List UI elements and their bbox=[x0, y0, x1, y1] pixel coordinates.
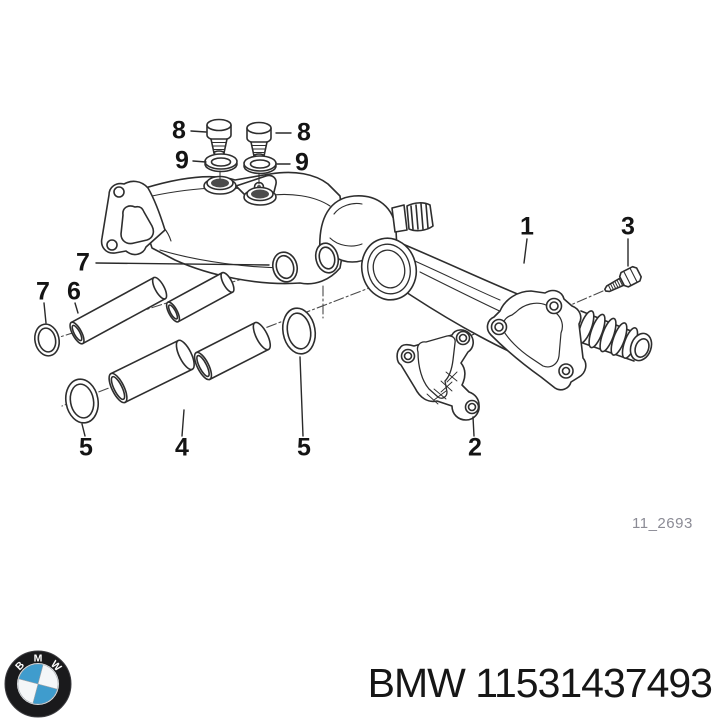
gasket bbox=[396, 329, 480, 421]
callout-4: 4 bbox=[175, 433, 189, 462]
callout-6: 6 bbox=[67, 277, 81, 306]
callout-7-left: 7 bbox=[36, 277, 50, 306]
bmw-roundel-quadrants bbox=[17, 663, 59, 705]
callout-8-right: 8 bbox=[297, 118, 311, 147]
large-tube-front bbox=[108, 339, 195, 404]
callout-1: 1 bbox=[520, 212, 534, 241]
screw-plug-right bbox=[246, 121, 272, 159]
o-ring-middle bbox=[281, 307, 317, 355]
seal-ring-left bbox=[204, 153, 238, 173]
large-tube-rear bbox=[193, 321, 272, 381]
exploded-parts-drawing bbox=[33, 118, 653, 437]
part-number: 11531437493 bbox=[475, 660, 713, 706]
callout-8-left: 8 bbox=[172, 116, 186, 145]
bmw-logo-letter-m: M bbox=[34, 653, 43, 665]
big-collar bbox=[360, 237, 418, 301]
callout-5-mid: 5 bbox=[297, 433, 311, 462]
o-ring-far-left bbox=[33, 323, 61, 357]
callout-5-left: 5 bbox=[79, 433, 93, 462]
callout-9-right: 9 bbox=[295, 148, 309, 177]
drawing-reference: 11_2693 bbox=[632, 515, 693, 532]
small-collar bbox=[314, 242, 340, 274]
small-tube-front bbox=[69, 276, 168, 345]
threaded-nipple-top bbox=[391, 202, 434, 233]
part-number-line: BMW 11531437493 bbox=[367, 660, 713, 707]
ribbed-nipple bbox=[576, 310, 653, 362]
pipe-flange bbox=[486, 289, 587, 391]
callout-9-left: 9 bbox=[175, 146, 189, 175]
small-tube-rear bbox=[165, 271, 235, 323]
callout-2: 2 bbox=[468, 433, 482, 462]
hex-bolt bbox=[604, 265, 642, 293]
callout-3: 3 bbox=[621, 212, 635, 241]
leader-lines bbox=[43, 130, 629, 437]
water-pipe bbox=[314, 195, 653, 391]
o-ring-upper bbox=[271, 251, 299, 283]
o-ring-lower-left bbox=[64, 378, 100, 424]
bmw-logo: B M W bbox=[4, 650, 72, 718]
screw-plug-left bbox=[206, 118, 232, 156]
gasket-hatching bbox=[426, 371, 458, 405]
port-boss-right bbox=[243, 186, 277, 206]
brand-name: BMW bbox=[367, 660, 466, 706]
callout-7-upper: 7 bbox=[76, 248, 90, 277]
upper-pipe-section bbox=[100, 171, 346, 285]
seal-ring-right bbox=[243, 155, 277, 175]
